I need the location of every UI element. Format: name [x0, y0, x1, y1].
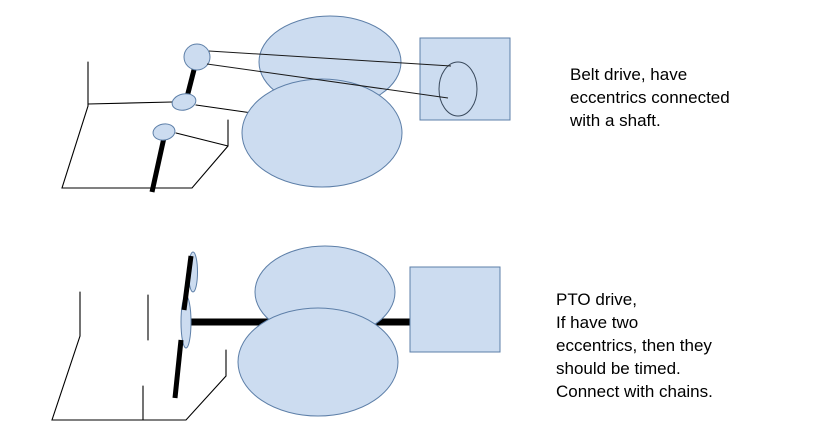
caption-line: with a shaft.: [570, 111, 661, 130]
chain-bar-upper: [181, 255, 194, 311]
caption-line: eccentrics, then they: [556, 336, 712, 355]
caption-line: eccentrics connected: [570, 88, 730, 107]
pto-drive-caption: PTO drive, If have two eccentrics, then …: [556, 288, 713, 403]
caption-line: Belt drive, have: [570, 65, 688, 84]
frame-outline: [61, 61, 253, 189]
pto-drive-diagram: [51, 245, 501, 421]
caption-line: If have two: [556, 313, 639, 332]
pulley-circle: [183, 43, 211, 71]
lower-eccentric-bar: [149, 132, 168, 193]
drum-lower-ellipse: [241, 78, 403, 188]
belt-line-bottom: [206, 63, 449, 99]
caption-line: Connect with chains.: [556, 382, 713, 401]
belt-line-top: [208, 50, 452, 67]
gearbox-box: [409, 266, 501, 353]
diagram-canvas: [51, 15, 511, 421]
belt-drive-diagram: [61, 15, 511, 193]
frame-outline: [51, 291, 227, 421]
caption-line: PTO drive,: [556, 290, 637, 309]
chain-bar-lower: [172, 339, 184, 399]
caption-line: should be timed.: [556, 359, 681, 378]
low-eccentric-ellipse: [152, 123, 176, 141]
belt-drive-caption: Belt drive, have eccentrics connected wi…: [570, 63, 730, 132]
mid-eccentric-ellipse: [171, 93, 197, 111]
engine-pulley-oval: [438, 61, 478, 117]
drum-lower-ellipse: [237, 307, 399, 417]
